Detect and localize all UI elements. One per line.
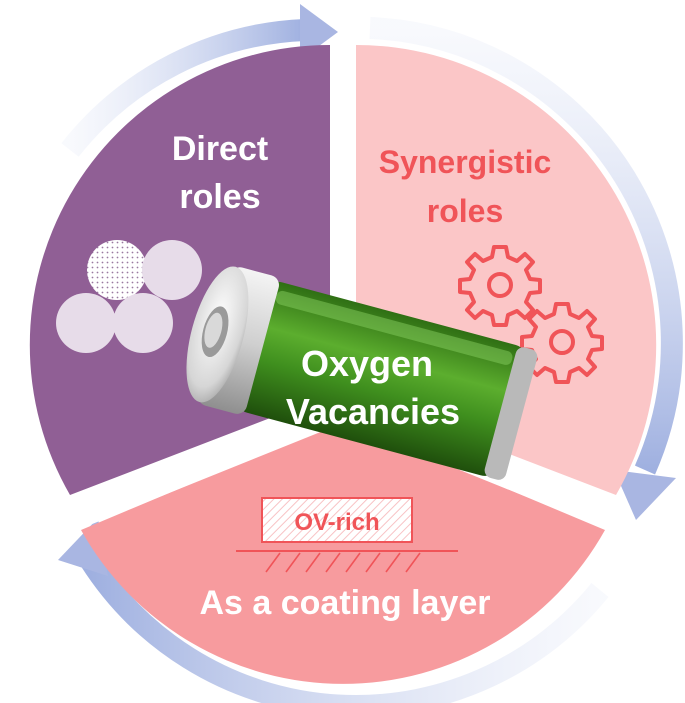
ov-rich-label: OV-rich — [294, 509, 379, 536]
coating-layer-title: As a coating layer — [199, 584, 490, 622]
arrow-bottom — [80, 554, 609, 703]
direct-roles-line2: roles — [179, 178, 260, 216]
sphere-cluster-icon — [56, 240, 202, 353]
battery-icon — [186, 266, 538, 480]
arrow-top — [61, 19, 306, 157]
synergistic-roles-line1: Synergistic — [379, 144, 552, 180]
direct-roles-line1: Direct — [172, 130, 268, 168]
center-label-line2: Vacancies — [286, 391, 460, 432]
ov-rich-layer: OV-rich — [236, 497, 458, 573]
gear-pair-icon — [458, 245, 604, 384]
arrow-head-right — [614, 470, 676, 520]
ov-rich-badge — [261, 497, 413, 543]
synergistic-roles-line2: roles — [427, 193, 503, 229]
arrow-right — [369, 17, 683, 475]
center-label-line1: Oxygen — [301, 343, 433, 384]
